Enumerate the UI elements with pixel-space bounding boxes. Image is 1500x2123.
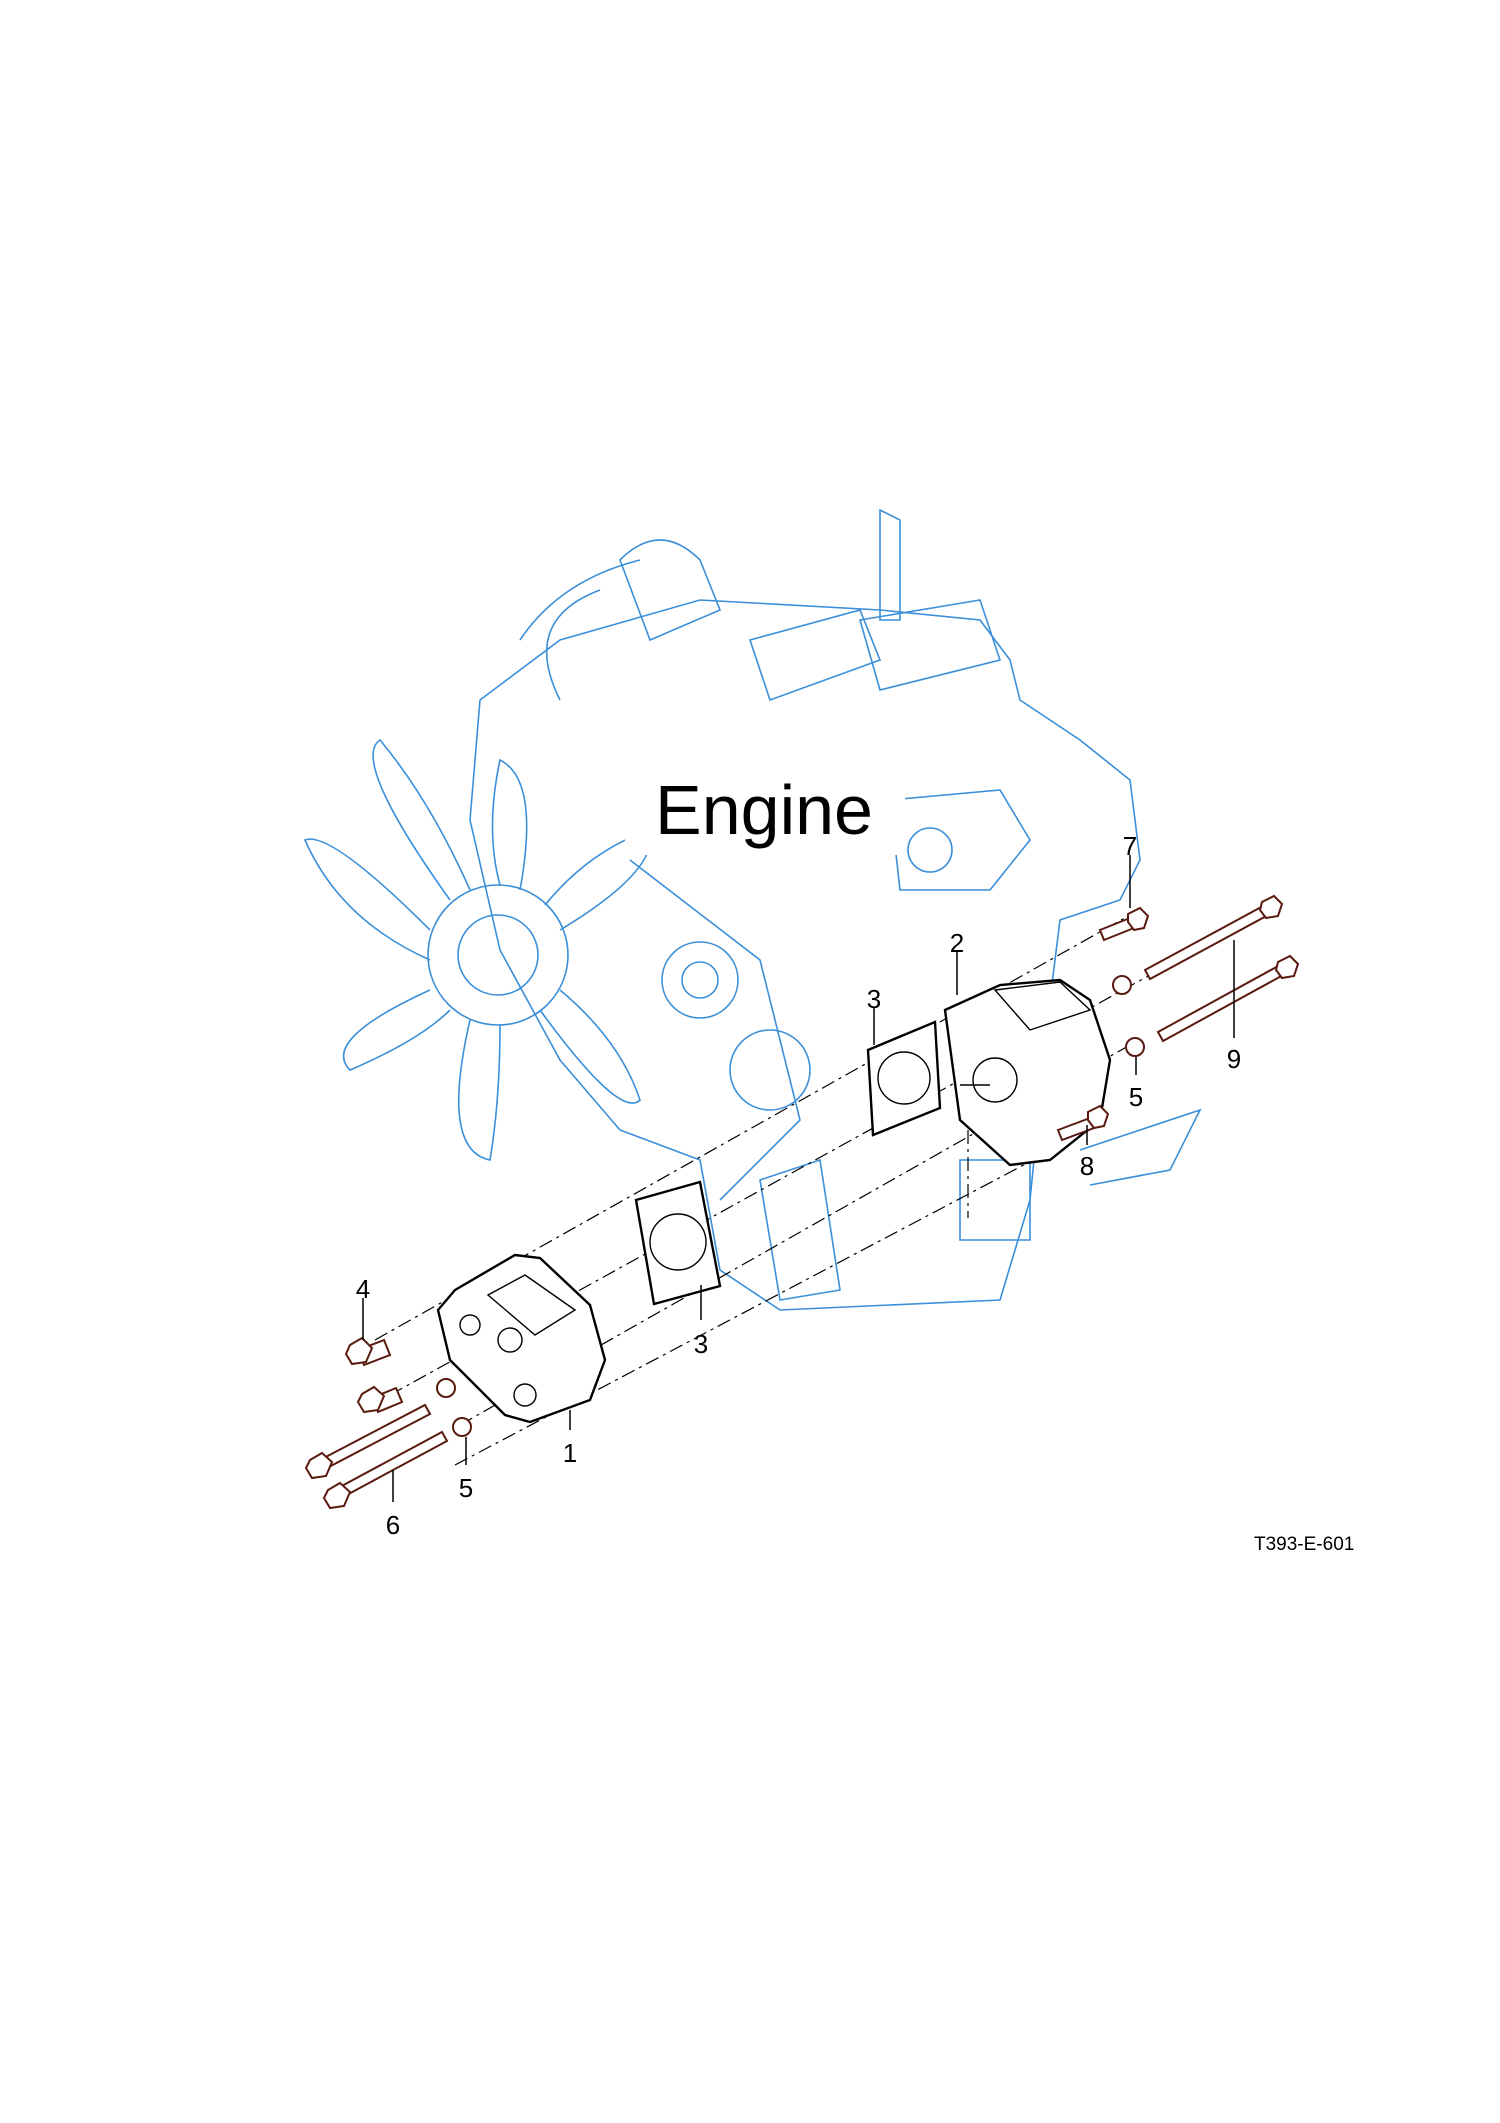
washer-lower [452, 1417, 472, 1437]
callout-9: 9 [1227, 1044, 1241, 1074]
bolt-7 [1098, 906, 1150, 942]
bolt-6 [304, 1403, 449, 1510]
callout-7: 7 [1123, 831, 1137, 861]
engine-drawing [469, 508, 1202, 1311]
pump-2 [943, 978, 1112, 1167]
callout-5-upper: 5 [1129, 1082, 1143, 1112]
callout-8: 8 [1080, 1151, 1094, 1181]
callout-3-lower: 3 [694, 1329, 708, 1359]
washer-right-lower [1125, 1037, 1145, 1057]
callout-4: 4 [356, 1274, 370, 1304]
figure-code: T393-E-601 [1254, 1534, 1354, 1555]
gasket-upper [866, 1020, 942, 1137]
washer-right-upper [1112, 975, 1132, 995]
engine-label: Engine [655, 771, 873, 849]
hardware [304, 894, 1300, 1510]
bolt-8 [1056, 1104, 1110, 1142]
bolt-9 [1143, 894, 1300, 1043]
pump-1 [436, 1253, 607, 1424]
engine-label-bg [625, 755, 905, 855]
callout-5-lower: 5 [459, 1473, 473, 1503]
callout-1: 1 [563, 1438, 577, 1468]
engine-fan [303, 738, 652, 1161]
bolt-4 [344, 1336, 404, 1414]
leader-lines [362, 855, 1235, 1502]
washer-upper [436, 1378, 456, 1398]
callout-2: 2 [950, 928, 964, 958]
gasket-lower [634, 1180, 722, 1306]
callout-3-upper: 3 [867, 984, 881, 1014]
callout-6: 6 [386, 1510, 400, 1540]
